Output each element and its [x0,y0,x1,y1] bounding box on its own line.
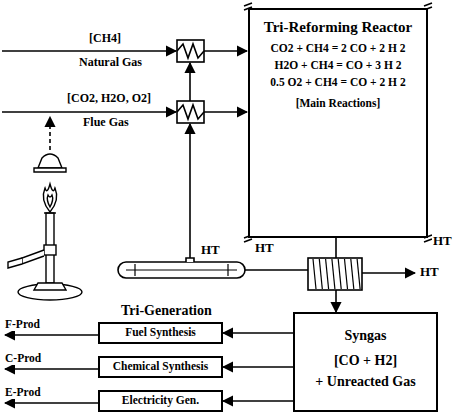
coil-winding [351,259,354,289]
stream-label: Natural Gas [78,56,143,70]
bunsen-burner [8,154,82,300]
bunsen-burner-part [44,245,56,255]
heat-label: HT [419,265,440,280]
coil-winding [357,259,360,289]
bunsen-burner-part [34,283,66,290]
shell-tube-exchanger-part [135,264,228,276]
box-text: 0.5 O2 + CH4 = CO + 2 H 2 [270,76,405,90]
heat-exchanger-symbol-part [177,40,204,62]
shell-tube-exchanger-part [126,270,237,271]
box-heading: Electricity Gen. [122,394,199,408]
feed-lines-part [204,111,247,113]
flow-arrow [223,400,293,402]
process-box: Fuel Synthesis [98,322,223,344]
heat-label: HT [432,234,453,249]
stream-label: [CH4] [88,32,122,46]
flue-dashed-arrow [49,117,51,150]
product-arrows-part [5,334,98,336]
product-label: C-Prod [4,352,42,365]
product-arrows [5,335,98,403]
stream-label: Flue Gas [82,116,130,130]
feed-lines-part [2,50,176,52]
bunsen-burner-part [43,184,56,212]
product-arrows-part [5,368,98,370]
feed-lines-part [2,111,176,113]
bunsen-burner-part [34,168,66,172]
box-heading: Syngas [344,328,386,345]
bunsen-burner-part [22,250,44,264]
stream-label: [CO2, H2O, O2] [66,92,152,106]
coil-winding [326,259,329,289]
feed-lines-part [189,124,191,262]
flow-arrow [223,366,293,368]
process-box: Electricity Gen. [98,390,223,412]
bunsen-burner-part [44,212,56,213]
product-label: E-Prod [4,386,42,399]
feed-lines-part [204,50,247,52]
coil-winding [345,259,348,289]
coil-exchanger-part [313,259,360,289]
box-text: H2O + CH4 = CO + 3 H 2 [275,59,402,73]
box-text: [CO + H2] [334,353,397,370]
heat-label: HT [254,241,275,256]
shell-tube-exchanger-part [245,269,308,271]
coil-exchanger [308,258,415,290]
box-text: CO2 + CH4 = 2 CO + 2 H 2 [271,42,406,56]
coil-winding [332,259,335,289]
coil-winding [338,259,341,289]
heat-exchanger-symbol-part [177,101,204,123]
bunsen-burner-part [38,154,62,168]
reactor-wall-breaks [244,3,432,242]
coil-winding [319,259,322,289]
flow-arrow [223,332,293,334]
reactor-box: Tri-Reforming ReactorCO2 + CH4 = 2 CO + … [248,8,428,238]
heat-label: HT [200,243,221,258]
product-label: F-Prod [4,318,41,331]
product-arrows-part [5,402,98,404]
bunsen-burner-part [47,195,52,207]
heat-exchanger-symbol-part [177,44,204,58]
feed-lines [2,51,247,262]
coil-winding [313,259,316,289]
process-box: Chemical Synthesis [98,356,223,378]
coil-exchanger-part [362,272,415,274]
group-label: Tri-Generation [120,303,213,319]
feed-lines-part [189,63,191,101]
shell-tube-exchanger-part [118,262,245,278]
box-heading: Tri-Reforming Reactor [264,18,412,36]
box-text: + Unreacted Gas [315,374,415,391]
box-text: [Main Reactions] [296,97,381,111]
heat-exchanger-symbol [177,40,204,123]
shell-tube-exchanger [118,258,308,278]
bunsen-burner-part [18,284,82,300]
bunsen-burner-part [8,258,22,268]
coil-exchanger-part [308,258,362,290]
box-heading: Fuel Synthesis [125,326,196,340]
heat-exchanger-symbol-part [177,105,204,119]
box-heading: Chemical Synthesis [113,360,209,374]
shell-tube-exchanger-part [186,258,194,262]
syngas-box: Syngas [CO + H2] + Unreacted Gas [293,312,438,412]
